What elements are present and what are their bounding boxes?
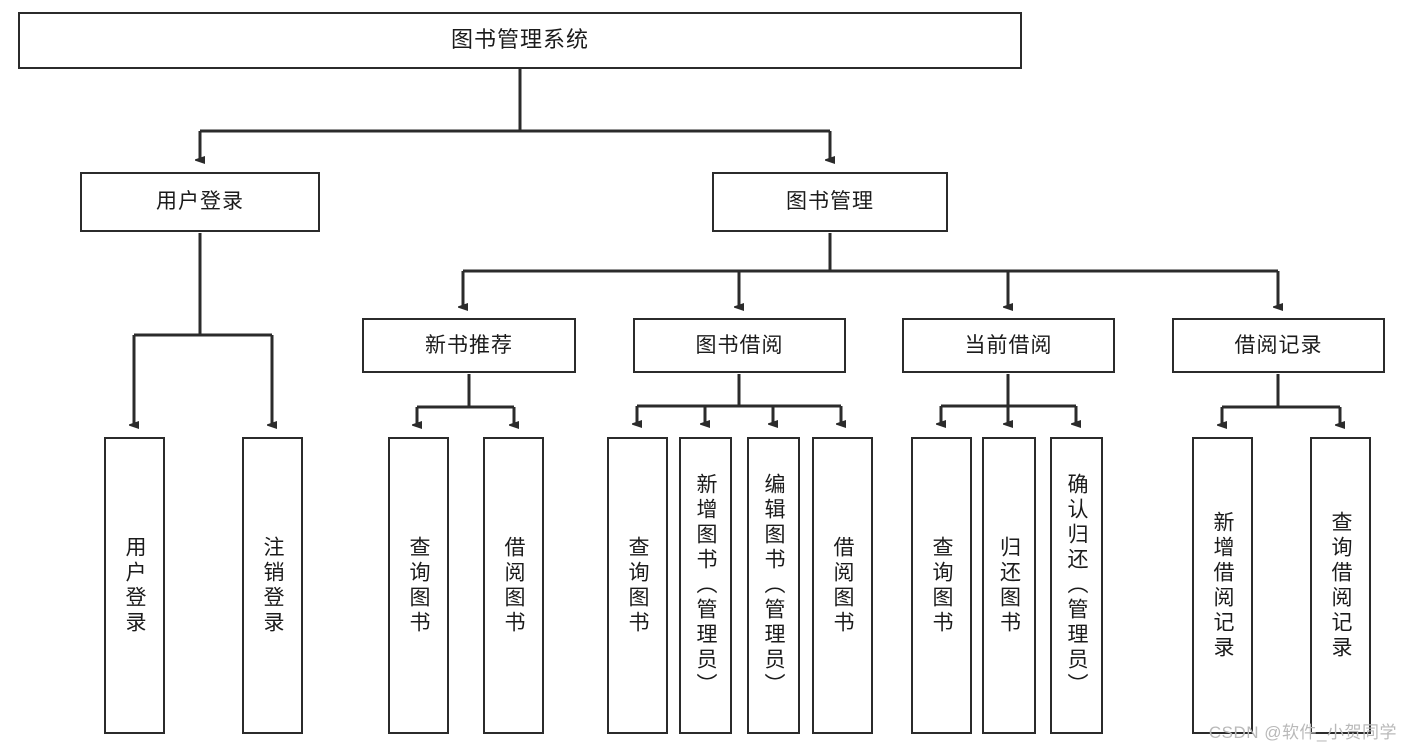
leaf-nb-query-book[interactable]: 查询图书 (388, 437, 449, 734)
node-label: 借阅图书 (502, 535, 525, 636)
node-label: 用户登录 (156, 190, 244, 214)
leaf-user-login[interactable]: 用户登录 (104, 437, 165, 734)
leaf-cb-confirm-return-admin[interactable]: 确认归还（管理员） (1050, 437, 1103, 734)
node-label: 归还图书 (997, 535, 1021, 636)
leaf-logout[interactable]: 注销登录 (242, 437, 303, 734)
node-label: 新增借阅记录 (1211, 510, 1234, 661)
node-label: 新书推荐 (425, 333, 513, 357)
node-label: 用户登录 (123, 535, 146, 636)
node-label: 注销登录 (261, 535, 284, 636)
node-label: 图书管理系统 (450, 27, 589, 53)
node-new-book-recommend[interactable]: 新书推荐 (362, 318, 576, 373)
node-label: 借阅记录 (1234, 333, 1323, 357)
leaf-br-query-record[interactable]: 查询借阅记录 (1310, 437, 1371, 734)
node-label: 查询借阅记录 (1329, 510, 1352, 661)
node-label: 新增图书（管理员） (694, 473, 717, 698)
node-label: 确认归还（管理员） (1065, 473, 1088, 698)
leaf-cb-query-book[interactable]: 查询图书 (911, 437, 972, 734)
leaf-bb-borrow-book[interactable]: 借阅图书 (812, 437, 873, 734)
node-label: 借阅图书 (831, 535, 854, 636)
leaf-nb-borrow-book[interactable]: 借阅图书 (483, 437, 544, 734)
node-label: 查询图书 (626, 535, 649, 636)
node-current-borrow[interactable]: 当前借阅 (902, 318, 1115, 373)
node-user-login[interactable]: 用户登录 (80, 172, 320, 232)
node-borrow-record[interactable]: 借阅记录 (1172, 318, 1385, 373)
leaf-cb-return-book[interactable]: 归还图书 (982, 437, 1036, 734)
node-label: 编辑图书（管理员） (762, 473, 785, 698)
leaf-bb-query-book[interactable]: 查询图书 (607, 437, 668, 734)
node-root-system[interactable]: 图书管理系统 (18, 12, 1022, 69)
leaf-br-add-record[interactable]: 新增借阅记录 (1192, 437, 1253, 734)
leaf-bb-edit-book-admin[interactable]: 编辑图书（管理员） (747, 437, 800, 734)
node-label: 图书借阅 (695, 333, 784, 357)
node-label: 当前借阅 (964, 333, 1053, 357)
node-book-management[interactable]: 图书管理 (712, 172, 948, 232)
leaf-bb-add-book-admin[interactable]: 新增图书（管理员） (679, 437, 732, 734)
node-label: 查询图书 (930, 535, 953, 636)
watermark-csdn: CSDN @软件_小贺同学 (1208, 723, 1397, 742)
node-label: 图书管理 (786, 190, 874, 214)
node-book-borrow[interactable]: 图书借阅 (633, 318, 846, 373)
node-label: 查询图书 (407, 535, 430, 636)
